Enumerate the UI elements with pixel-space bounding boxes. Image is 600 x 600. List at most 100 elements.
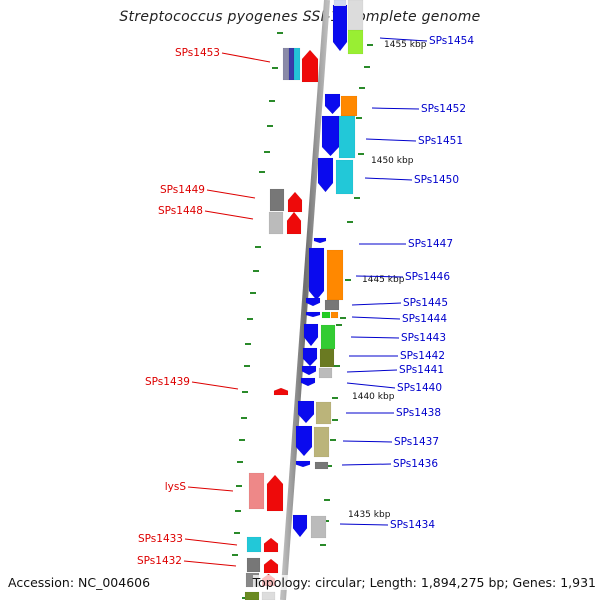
label-leader-line — [365, 138, 417, 142]
map-title: Streptococcus pyogenes SSI-1, complete g… — [119, 9, 481, 25]
label-leader-line — [346, 369, 398, 373]
label-leader-line — [204, 210, 254, 220]
forward-gene-label: SPs1440 — [397, 382, 442, 394]
label-leader-line — [206, 189, 256, 199]
gene-feature — [332, 4, 348, 52]
gene-feature — [313, 237, 327, 244]
gene-feature — [338, 115, 356, 159]
scale-mark-label: 1435 kbp — [348, 510, 391, 520]
gene-feature — [288, 47, 295, 81]
label-leader-line — [355, 275, 404, 278]
label-leader-line — [342, 440, 393, 443]
gene-feature — [301, 365, 317, 376]
scale-mark-label: 1455 kbp — [384, 40, 427, 50]
gene-feature — [287, 191, 303, 213]
label-leader-line — [191, 381, 239, 390]
gene-feature — [321, 311, 331, 319]
label-leader-line — [346, 382, 396, 389]
gene-feature — [326, 249, 344, 301]
gene-feature — [305, 311, 321, 318]
forward-gene-label: SPs1437 — [394, 436, 439, 448]
gene-feature — [333, 0, 347, 7]
gene-feature — [335, 159, 354, 195]
gene-feature — [263, 558, 279, 574]
scale-mark-label: 1450 kbp — [371, 156, 414, 166]
gene-feature — [263, 537, 279, 553]
reverse-gene-label: SPs1449 — [160, 184, 205, 196]
label-leader-line — [184, 538, 238, 546]
forward-gene-label: SPs1454 — [429, 35, 474, 47]
gene-feature — [340, 95, 358, 117]
gene-feature — [303, 323, 319, 347]
forward-gene-label: SPs1443 — [401, 332, 446, 344]
gene-feature — [321, 115, 340, 157]
gene-feature — [330, 311, 339, 319]
gene-feature — [347, 0, 364, 31]
gene-feature — [246, 536, 262, 553]
gene-feature — [318, 367, 333, 379]
gene-feature — [308, 247, 325, 301]
reverse-gene-label: SPs1432 — [137, 555, 182, 567]
gene-features — [244, 0, 364, 600]
gene-feature — [295, 460, 311, 468]
gene-feature — [319, 348, 335, 368]
gene-feature — [320, 324, 336, 350]
forward-gene-label: SPs1450 — [414, 174, 459, 186]
forward-gene-label: SPs1438 — [396, 407, 441, 419]
forward-gene-label: SPs1441 — [399, 364, 444, 376]
scale-mark-label: 1445 kbp — [362, 275, 405, 285]
forward-gene-label: SPs1452 — [421, 103, 466, 115]
label-leader-line — [221, 52, 271, 63]
gene-feature — [317, 157, 334, 193]
gene-feature — [261, 591, 276, 600]
label-leader-line — [183, 560, 237, 567]
gene-feature — [244, 591, 260, 600]
gene-feature — [324, 299, 340, 311]
gene-feature — [300, 377, 316, 387]
forward-gene-label: SPs1436 — [393, 458, 438, 470]
label-leader-line — [339, 523, 389, 526]
gene-feature — [301, 49, 319, 83]
label-leader-line — [351, 316, 401, 320]
gene-feature — [297, 400, 315, 424]
gene-feature — [246, 557, 261, 573]
accession-text: Accession: NC_004606 — [8, 575, 151, 590]
forward-gene-label: SPs1446 — [405, 271, 450, 283]
topology-text: Topology: circular; Length: 1,894,275 bp… — [252, 575, 596, 590]
reverse-gene-label: SPs1433 — [138, 533, 183, 545]
forward-gene-label: SPs1451 — [418, 135, 463, 147]
gene-feature — [313, 426, 330, 458]
gene-feature — [286, 211, 302, 235]
footer: Accession: NC_004606 Topology: circular;… — [8, 575, 596, 590]
gene-feature — [266, 474, 284, 512]
forward-gene-label: SPs1445 — [403, 297, 448, 309]
forward-gene-label: SPs1447 — [408, 238, 453, 250]
label-leader-line — [379, 37, 428, 42]
gene-feature — [248, 472, 265, 510]
label-leader-line — [371, 107, 420, 110]
genome-backbone — [280, 0, 330, 600]
gene-feature — [282, 47, 290, 81]
reverse-gene-label: lysS — [165, 481, 187, 493]
gene-feature — [314, 461, 329, 470]
gene-feature — [293, 47, 301, 81]
reverse-gene-label: SPs1453 — [175, 47, 220, 59]
gene-feature — [305, 297, 321, 307]
gene-feature — [269, 188, 285, 212]
reverse-gene-label: SPs1439 — [145, 376, 190, 388]
label-leader-line — [351, 302, 402, 306]
label-leader-line — [364, 177, 413, 181]
forward-gene-label: SPs1442 — [400, 350, 445, 362]
gene-feature — [347, 29, 364, 55]
reverse-gene-label: SPs1448 — [158, 205, 203, 217]
label-leader-line — [350, 336, 400, 339]
gene-feature — [324, 93, 341, 115]
gene-feature — [302, 347, 318, 367]
gene-feature — [315, 401, 332, 425]
gene-feature — [273, 387, 289, 396]
forward-gene-label: SPs1434 — [390, 519, 435, 531]
gene-feature — [310, 515, 327, 539]
forward-gene-label: SPs1444 — [402, 313, 447, 325]
